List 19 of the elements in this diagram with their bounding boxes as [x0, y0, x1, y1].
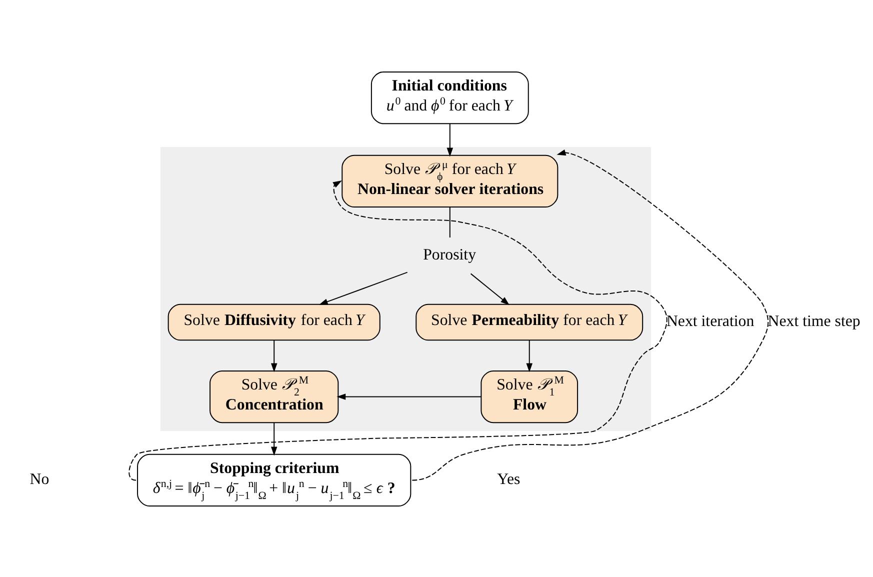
node-box: Solve Diffusivity for each Y: [168, 303, 380, 340]
arrow: [336, 393, 482, 400]
node-box: Initial conditions u$^{0}$ and ϕ$^{0}$ for each Y: [370, 70, 529, 124]
node-box: Solve Permeability for each Y: [416, 303, 644, 340]
arrow: [270, 422, 278, 456]
edge-label: Next time step: [768, 312, 860, 330]
node-box: Stopping criterium δ$^{n,j}$ = ‖ϕ̄$_{j}$$^{n}$ − ϕ̄$_{j−1}$$^{n}$‖$_{Ω}$ + ‖u$_{j}$$^{n}$ − u$_{j−1}$$^{n}$‖$_{Ω}$ ≤ ϵ ?: [137, 453, 412, 506]
node-box: Solve 𝒫$_{ϕ}$$^{μ}$ for each Y Non-linear solver iterations: [342, 154, 558, 208]
edge-label: Next iteration: [666, 312, 754, 330]
node-text: Porosity: [423, 246, 476, 263]
label: No: [30, 470, 50, 488]
arrow: [270, 339, 278, 372]
label: Yes: [497, 470, 520, 488]
arrow: [318, 271, 408, 304]
connector: [449, 206, 450, 238]
arrow: [446, 122, 454, 156]
arrow: [526, 339, 532, 372]
arrow: [412, 148, 769, 480]
arrow: [470, 272, 510, 305]
